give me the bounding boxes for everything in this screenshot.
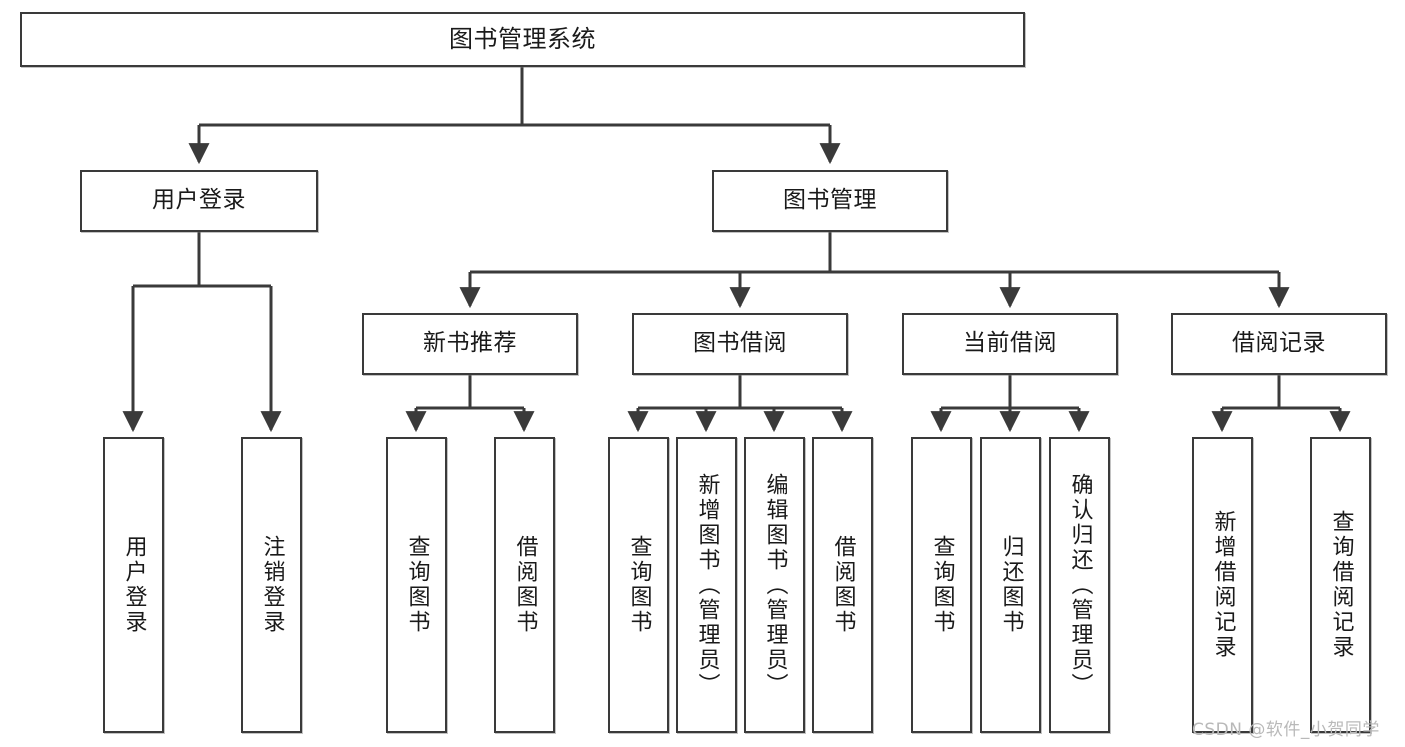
leaf-current-borrow-confirm-return[interactable]: 确认归还（管理员） <box>1049 437 1110 733</box>
leaf-label: 新增借阅记录 <box>1210 510 1236 660</box>
node-current-borrow[interactable]: 当前借阅 <box>902 313 1118 375</box>
node-book-manage-label: 图书管理 <box>783 187 877 214</box>
leaf-label: 查询图书 <box>626 535 652 635</box>
leaf-borrow-record-query-record[interactable]: 查询借阅记录 <box>1310 437 1371 733</box>
leaf-current-borrow-query-book[interactable]: 查询图书 <box>911 437 972 733</box>
leaf-label: 查询借阅记录 <box>1328 510 1354 660</box>
leaf-new-book-query-book[interactable]: 查询图书 <box>386 437 447 733</box>
node-new-book-recommend[interactable]: 新书推荐 <box>362 313 578 375</box>
leaf-book-borrow-query-book[interactable]: 查询图书 <box>608 437 669 733</box>
node-book-manage[interactable]: 图书管理 <box>712 170 948 232</box>
leaf-book-borrow-add-book[interactable]: 新增图书（管理员） <box>676 437 737 733</box>
leaf-user-login-login[interactable]: 用户登录 <box>103 437 164 733</box>
leaf-label: 用户登录 <box>121 535 147 635</box>
leaf-book-borrow-edit-book[interactable]: 编辑图书（管理员） <box>744 437 805 733</box>
leaf-label: 确认归还（管理员） <box>1067 472 1093 698</box>
node-book-borrow-label: 图书借阅 <box>693 330 787 357</box>
csdn-watermark: CSDN @软件_小贺同学 <box>1192 720 1380 740</box>
leaf-label: 查询图书 <box>404 535 430 635</box>
leaf-label: 注销登录 <box>259 535 285 635</box>
leaf-book-borrow-borrow-book[interactable]: 借阅图书 <box>812 437 873 733</box>
node-borrow-record-label: 借阅记录 <box>1232 330 1326 357</box>
leaf-label: 查询图书 <box>929 535 955 635</box>
leaf-current-borrow-return-book[interactable]: 归还图书 <box>980 437 1041 733</box>
node-root[interactable]: 图书管理系统 <box>20 12 1025 67</box>
leaf-label: 编辑图书（管理员） <box>762 472 788 698</box>
node-root-label: 图书管理系统 <box>449 25 596 54</box>
node-current-borrow-label: 当前借阅 <box>963 330 1057 357</box>
leaf-label: 借阅图书 <box>830 535 856 635</box>
node-user-login[interactable]: 用户登录 <box>80 170 318 232</box>
node-book-borrow[interactable]: 图书借阅 <box>632 313 848 375</box>
node-borrow-record[interactable]: 借阅记录 <box>1171 313 1387 375</box>
node-user-login-label: 用户登录 <box>152 187 246 214</box>
leaf-borrow-record-add-record[interactable]: 新增借阅记录 <box>1192 437 1253 733</box>
leaf-label: 归还图书 <box>998 535 1024 635</box>
leaf-label: 借阅图书 <box>512 535 538 635</box>
leaf-new-book-borrow-book[interactable]: 借阅图书 <box>494 437 555 733</box>
leaf-label: 新增图书（管理员） <box>694 472 720 698</box>
node-new-book-recommend-label: 新书推荐 <box>423 330 517 357</box>
leaf-user-login-logout[interactable]: 注销登录 <box>241 437 302 733</box>
